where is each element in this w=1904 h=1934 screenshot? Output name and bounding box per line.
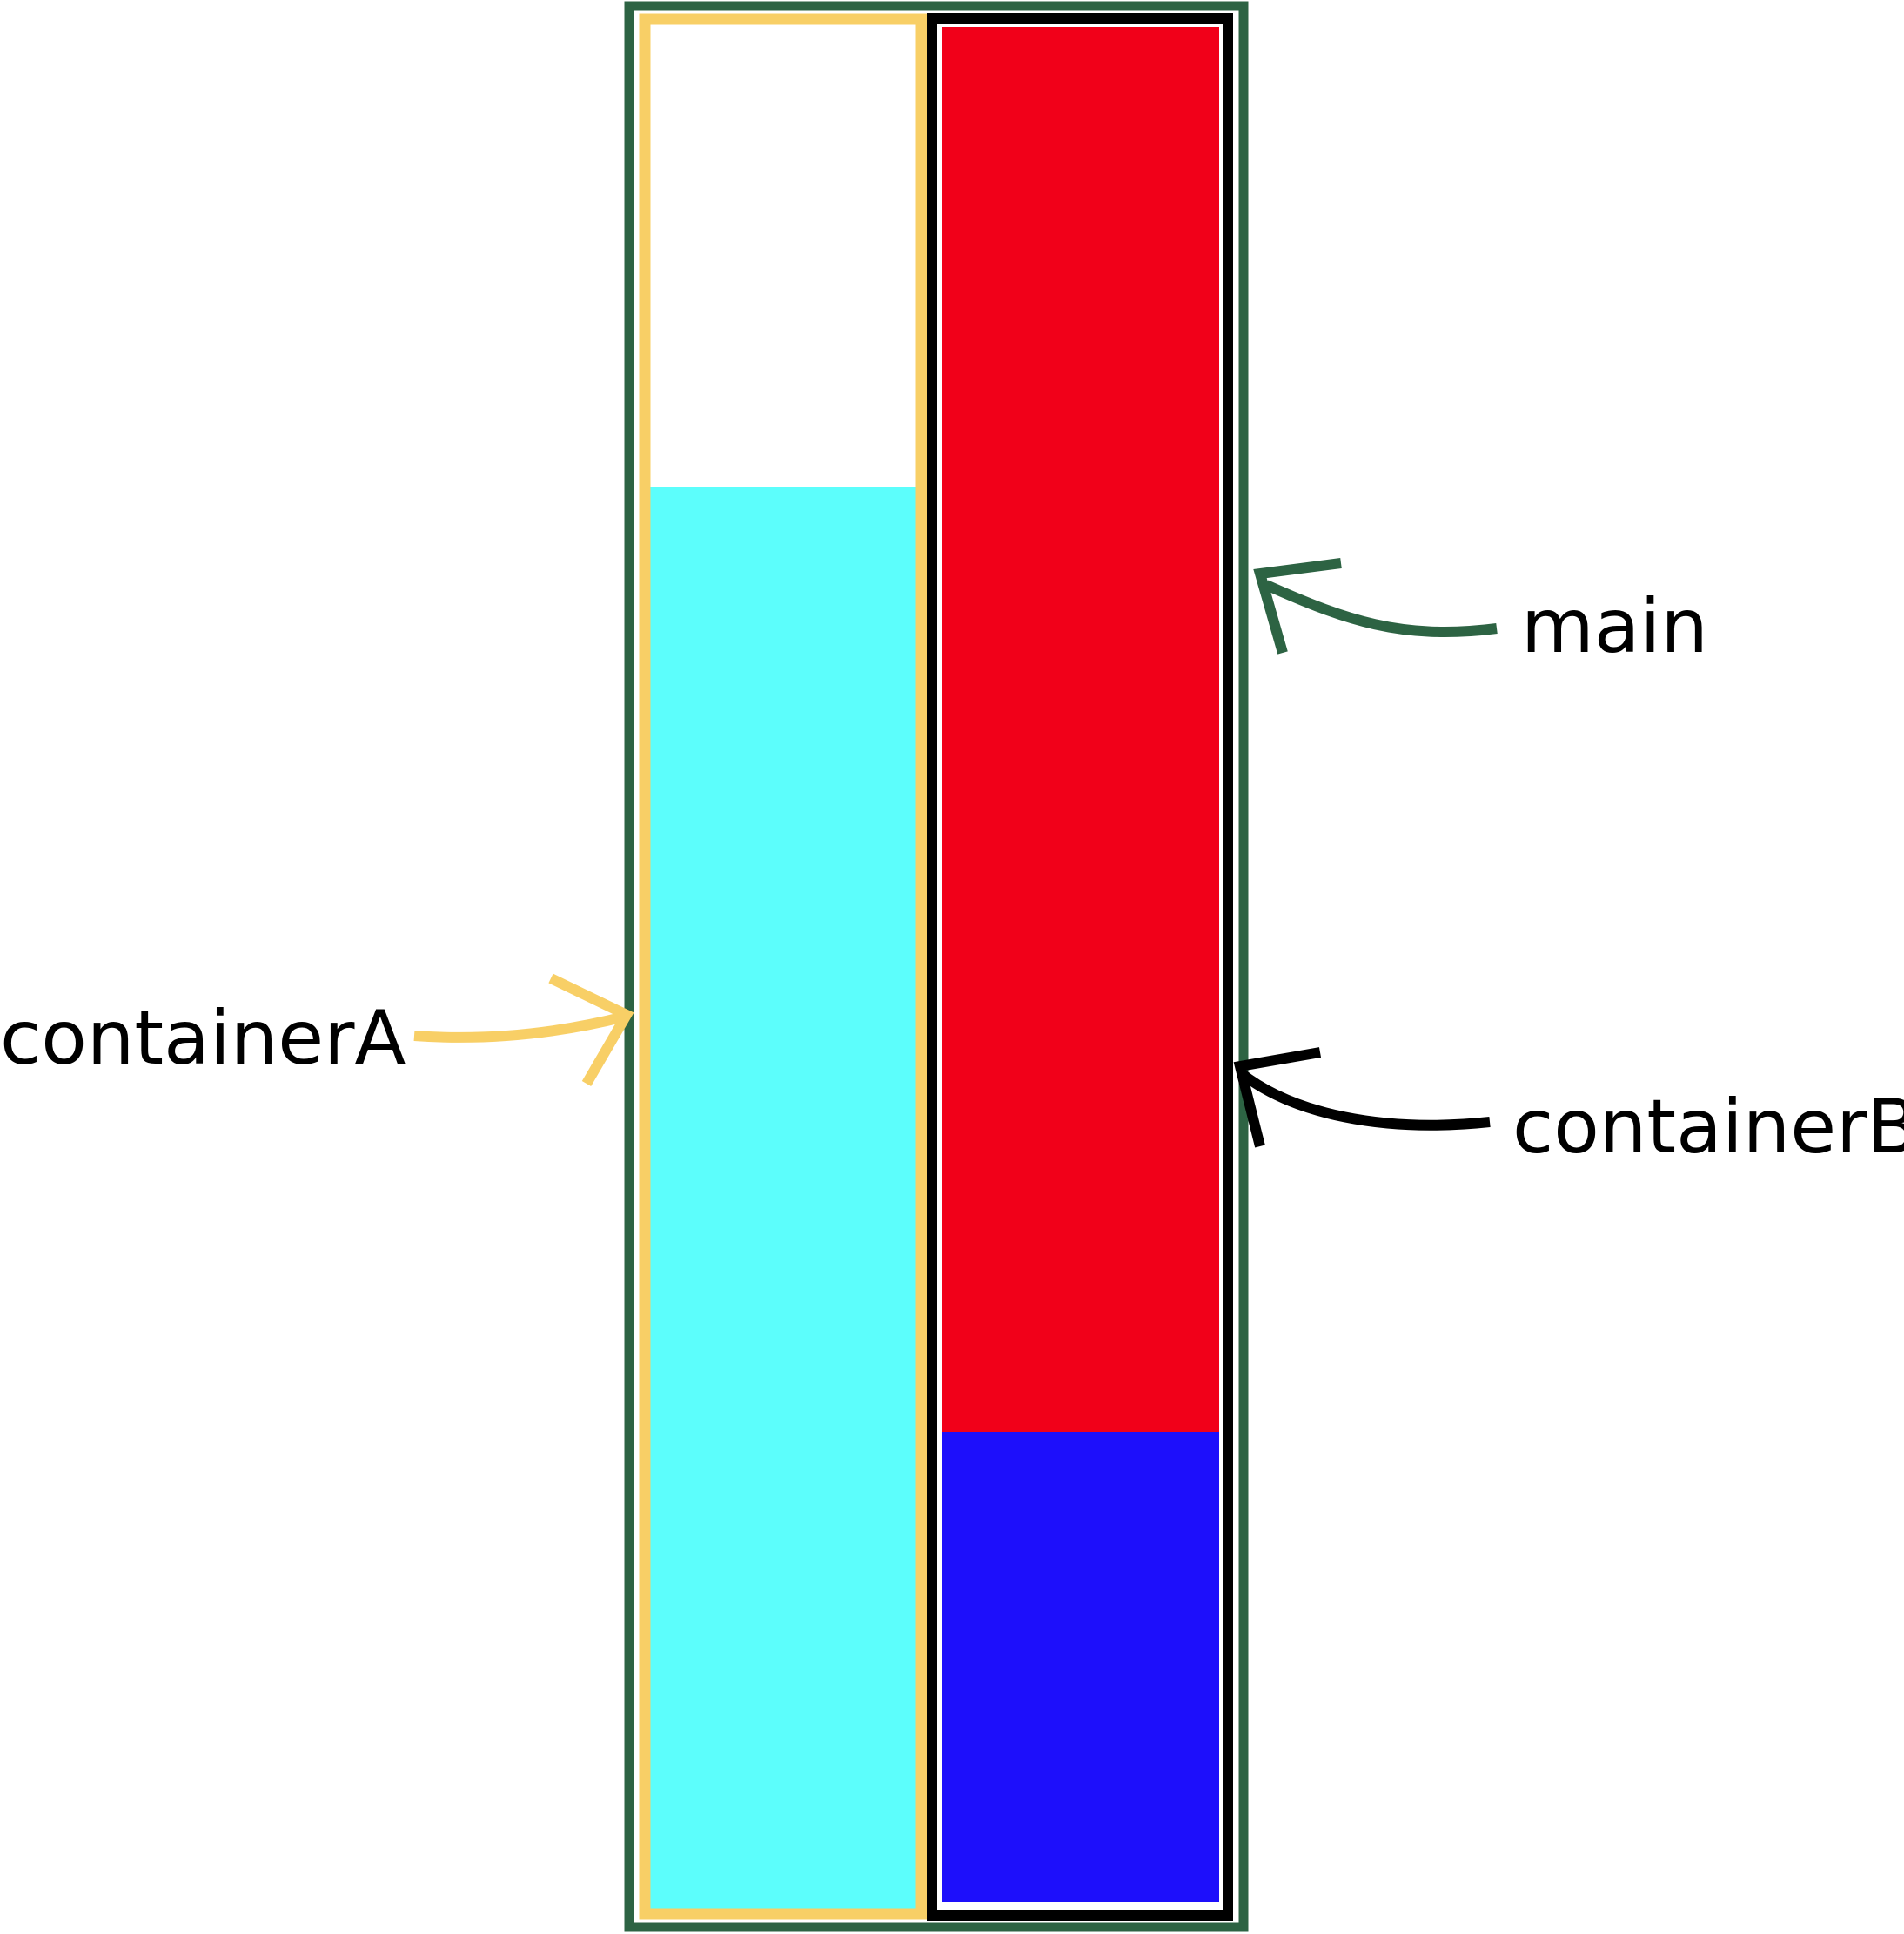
containerA-cyan-block: [647, 487, 918, 1915]
containerB-blue-block: [942, 1432, 1219, 1902]
containerB-box: [927, 13, 1233, 1921]
main-label: main: [1521, 583, 1708, 670]
main-arrow: [1253, 558, 1498, 655]
containerA-box: [639, 13, 928, 1920]
containerB-red-block: [942, 27, 1219, 1432]
containerB-label: containerB: [1512, 1084, 1904, 1171]
containerA-arrow: [413, 973, 634, 1087]
containerB-arrow: [1233, 1047, 1491, 1148]
containerA-label: containerA: [0, 995, 406, 1082]
containerA-white-area: [647, 24, 918, 487]
